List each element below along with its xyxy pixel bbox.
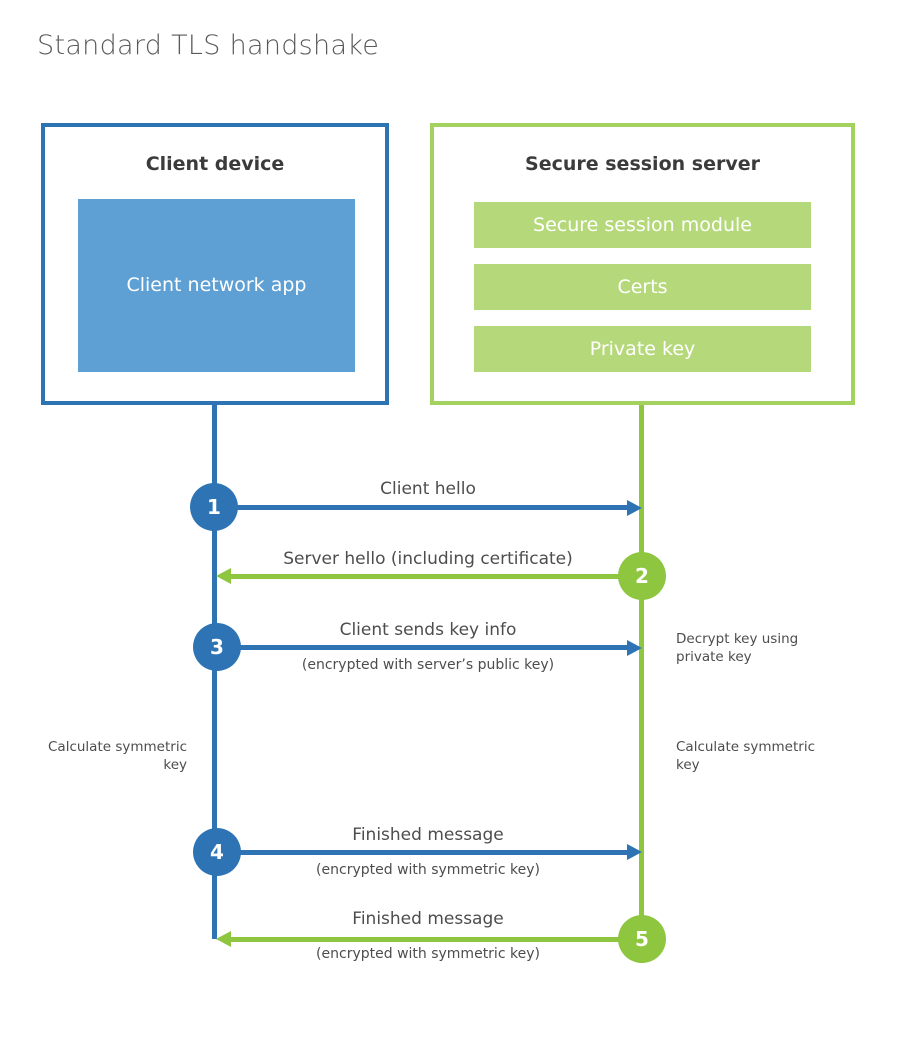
client-network-app-module: Client network app	[78, 199, 355, 372]
client-network-app-label: Client network app	[126, 274, 307, 297]
arrowhead-right-icon	[627, 500, 642, 516]
secure-session-server-box: Secure session server Secure session mod…	[430, 123, 855, 405]
arrow-server-hello	[230, 574, 642, 579]
arrow-client-hello	[214, 505, 628, 510]
server-module-label: Certs	[617, 276, 668, 298]
message-sublabel-finished-server: (encrypted with symmetric key)	[316, 946, 540, 962]
server-module-label: Secure session module	[533, 214, 752, 236]
client-device-box: Client device Client network app	[41, 123, 389, 405]
step-circle-2: 2	[618, 552, 666, 600]
client-device-title: Client device	[145, 153, 285, 175]
diagram-title: Standard TLS handshake	[37, 30, 380, 61]
arrowhead-left-icon	[216, 568, 231, 584]
step-circle-3: 3	[193, 623, 241, 671]
message-label-server-hello: Server hello (including certificate)	[283, 549, 573, 569]
client-lifeline	[212, 405, 217, 939]
server-module-label: Private key	[589, 338, 696, 360]
server-module-certs: Certs	[474, 264, 811, 310]
message-sublabel-finished-client: (encrypted with symmetric key)	[316, 862, 540, 878]
arrowhead-left-icon	[216, 931, 231, 947]
arrow-finished-client	[217, 850, 628, 855]
arrowhead-right-icon	[627, 844, 642, 860]
note-decrypt-key: Decrypt key using private key	[676, 631, 799, 665]
message-label-finished-server: Finished message	[352, 909, 504, 929]
message-sublabel-key-info: (encrypted with server’s public key)	[301, 657, 555, 673]
server-lifeline	[639, 405, 644, 963]
note-calculate-symmetric-key-client: Calculate symmetric key	[48, 739, 187, 773]
secure-session-server-title: Secure session server	[525, 153, 760, 175]
arrow-finished-server	[230, 937, 642, 942]
arrow-client-key-info	[217, 645, 628, 650]
server-module-secure-session: Secure session module	[474, 202, 811, 248]
step-circle-4: 4	[193, 828, 241, 876]
server-module-private-key: Private key	[474, 326, 811, 372]
step-circle-1: 1	[190, 483, 238, 531]
message-label-key-info: Client sends key info	[339, 620, 517, 640]
message-label-finished-client: Finished message	[352, 825, 504, 845]
arrowhead-right-icon	[627, 640, 642, 656]
step-circle-5: 5	[618, 915, 666, 963]
note-calculate-symmetric-key-server: Calculate symmetric key	[676, 739, 815, 773]
message-label-client-hello: Client hello	[380, 479, 476, 499]
